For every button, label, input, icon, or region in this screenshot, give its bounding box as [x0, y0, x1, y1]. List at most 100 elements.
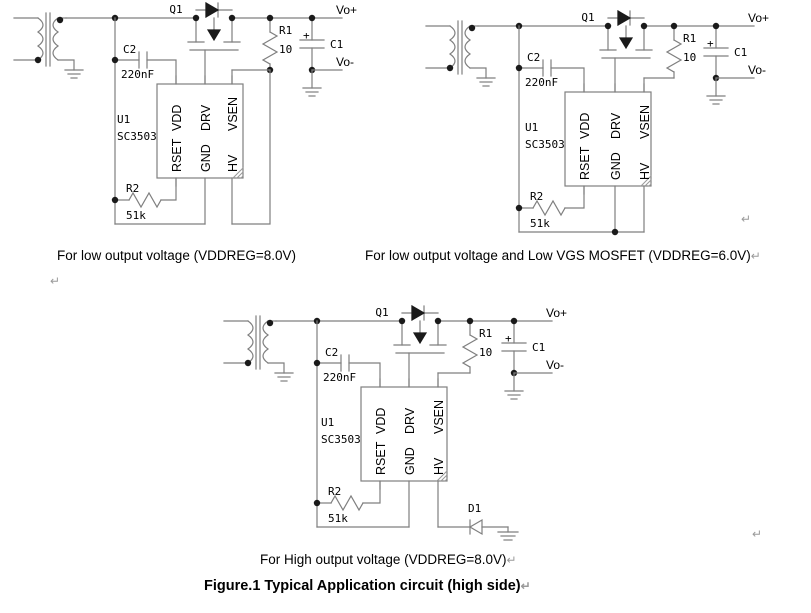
pin-label-gnd: GND — [199, 144, 213, 172]
label-vo-neg: Vo- — [546, 358, 564, 372]
label-r2-value: 51k — [126, 209, 146, 222]
pin-label-vsen: VSEN — [638, 105, 652, 139]
pin-label-vdd: VDD — [578, 113, 592, 139]
label-r2-value: 51k — [328, 512, 348, 525]
paragraph-mark: ↵ — [506, 553, 517, 567]
label-c2-value: 220nF — [323, 371, 356, 384]
transformer-secondary-dot — [468, 24, 476, 32]
label-q1: Q1 — [169, 3, 182, 16]
ic-thermal-pad-hatch — [232, 167, 244, 179]
label-vo-neg: Vo- — [336, 55, 354, 69]
node-q1-source — [398, 317, 406, 325]
label-r2-value: 51k — [530, 217, 550, 230]
transformer-secondary — [464, 25, 487, 79]
resistor-r1 — [461, 320, 479, 374]
pin-label-hv: HV — [638, 162, 652, 180]
mosfet-q1 — [599, 9, 653, 93]
paragraph-mark-lower-right: ↵ — [752, 527, 763, 541]
node-c2-left — [313, 359, 321, 367]
transformer-primary-dot — [244, 359, 252, 367]
pin-label-vdd: VDD — [374, 408, 388, 434]
label-u1-part: SC3503 — [117, 130, 157, 143]
label-r1-ref: R1 — [279, 24, 292, 37]
node-q1-drain — [434, 317, 442, 325]
transformer-ground-symbol — [274, 372, 294, 382]
label-c1-ref: C1 — [734, 46, 747, 59]
label-u1-ref: U1 — [321, 416, 334, 429]
transformer-primary — [425, 25, 456, 69]
transformer-primary-dot — [34, 56, 42, 64]
transformer-secondary-dot — [56, 16, 64, 24]
label-r2-ref: R2 — [126, 182, 139, 195]
label-u1-ref: U1 — [525, 121, 538, 134]
resistor-r2 — [114, 177, 177, 209]
paragraph-mark-left: ↵ — [50, 274, 61, 288]
d1-ground-symbol — [497, 526, 519, 541]
label-c1-polarity: + — [505, 332, 512, 345]
resistor-r2 — [518, 185, 585, 217]
resistor-r2 — [316, 480, 381, 512]
transformer-ground-symbol — [476, 77, 496, 87]
label-u1-part: SC3503 — [321, 433, 361, 446]
transformer-secondary-dot — [266, 319, 274, 327]
node-r2-left — [515, 204, 523, 212]
label-r1-ref: R1 — [479, 327, 492, 340]
label-u1-ref: U1 — [117, 113, 130, 126]
label-r1-value: 10 — [683, 51, 696, 64]
label-c2-value: 220nF — [525, 76, 558, 89]
label-u1-part: SC3503 — [525, 138, 565, 151]
transformer-primary-dot — [446, 64, 454, 72]
label-c2-ref: C2 — [527, 51, 540, 64]
label-r1-ref: R1 — [683, 32, 696, 45]
output-ground-symbol — [706, 77, 726, 105]
label-c1-polarity: + — [707, 37, 714, 50]
pin-label-gnd: GND — [609, 152, 623, 180]
output-ground-symbol — [302, 69, 322, 97]
paragraph-mark: ↵ — [750, 249, 761, 263]
capacitor-c1 — [501, 320, 527, 374]
pin-label-vdd: VDD — [170, 105, 184, 131]
node-c1-top — [712, 22, 720, 30]
label-r2-ref: R2 — [328, 485, 341, 498]
label-vo-neg: Vo- — [748, 63, 766, 77]
transformer-primary — [223, 320, 254, 364]
ic-u1-body — [564, 91, 652, 187]
resistor-r1 — [665, 25, 683, 79]
node-r1-top — [466, 317, 474, 325]
hv-return-rail — [231, 69, 271, 225]
pin-label-drv: DRV — [609, 112, 623, 139]
mosfet-q1 — [187, 1, 241, 85]
caption-circuit-2: For low output voltage and Low VGS MOSFE… — [365, 248, 761, 263]
pin-label-rset: RSET — [578, 146, 592, 180]
node-r1-top — [670, 22, 678, 30]
node-q1-drain — [228, 14, 236, 22]
node-q1-source — [192, 14, 200, 22]
node-q1-source — [604, 22, 612, 30]
pin-label-vsen: VSEN — [226, 97, 240, 131]
paragraph-mark: ↵ — [520, 579, 531, 593]
ic-thermal-pad-hatch — [640, 175, 652, 187]
label-d1: D1 — [468, 502, 481, 515]
pin-label-rset: RSET — [170, 138, 184, 172]
ic-u1-body — [360, 386, 448, 482]
transformer-core — [45, 12, 51, 67]
node-c1-top — [308, 14, 316, 22]
transformer-secondary — [52, 17, 75, 71]
label-c2-ref: C2 — [123, 43, 136, 56]
label-c2-ref: C2 — [325, 346, 338, 359]
pin-label-hv: HV — [226, 154, 240, 172]
ic-thermal-pad-hatch — [436, 470, 448, 482]
circuit-diagram-high-output-voltage: Q1 C2 220nF R1 10 C1 + R2 51k U1 SC3503 … — [202, 295, 602, 545]
pin-label-drv: DRV — [199, 104, 213, 131]
node-r2-left — [313, 499, 321, 507]
caption-circuit-3: For High output voltage (VDDREG=8.0V)↵ — [260, 552, 517, 567]
label-r1-value: 10 — [479, 346, 492, 359]
label-q1: Q1 — [375, 306, 388, 319]
label-c1-ref: C1 — [532, 341, 545, 354]
capacitor-c1 — [703, 25, 729, 79]
node-c2-left — [111, 56, 119, 64]
node-c2-left — [515, 64, 523, 72]
label-r2-ref: R2 — [530, 190, 543, 203]
label-q1: Q1 — [581, 11, 594, 24]
